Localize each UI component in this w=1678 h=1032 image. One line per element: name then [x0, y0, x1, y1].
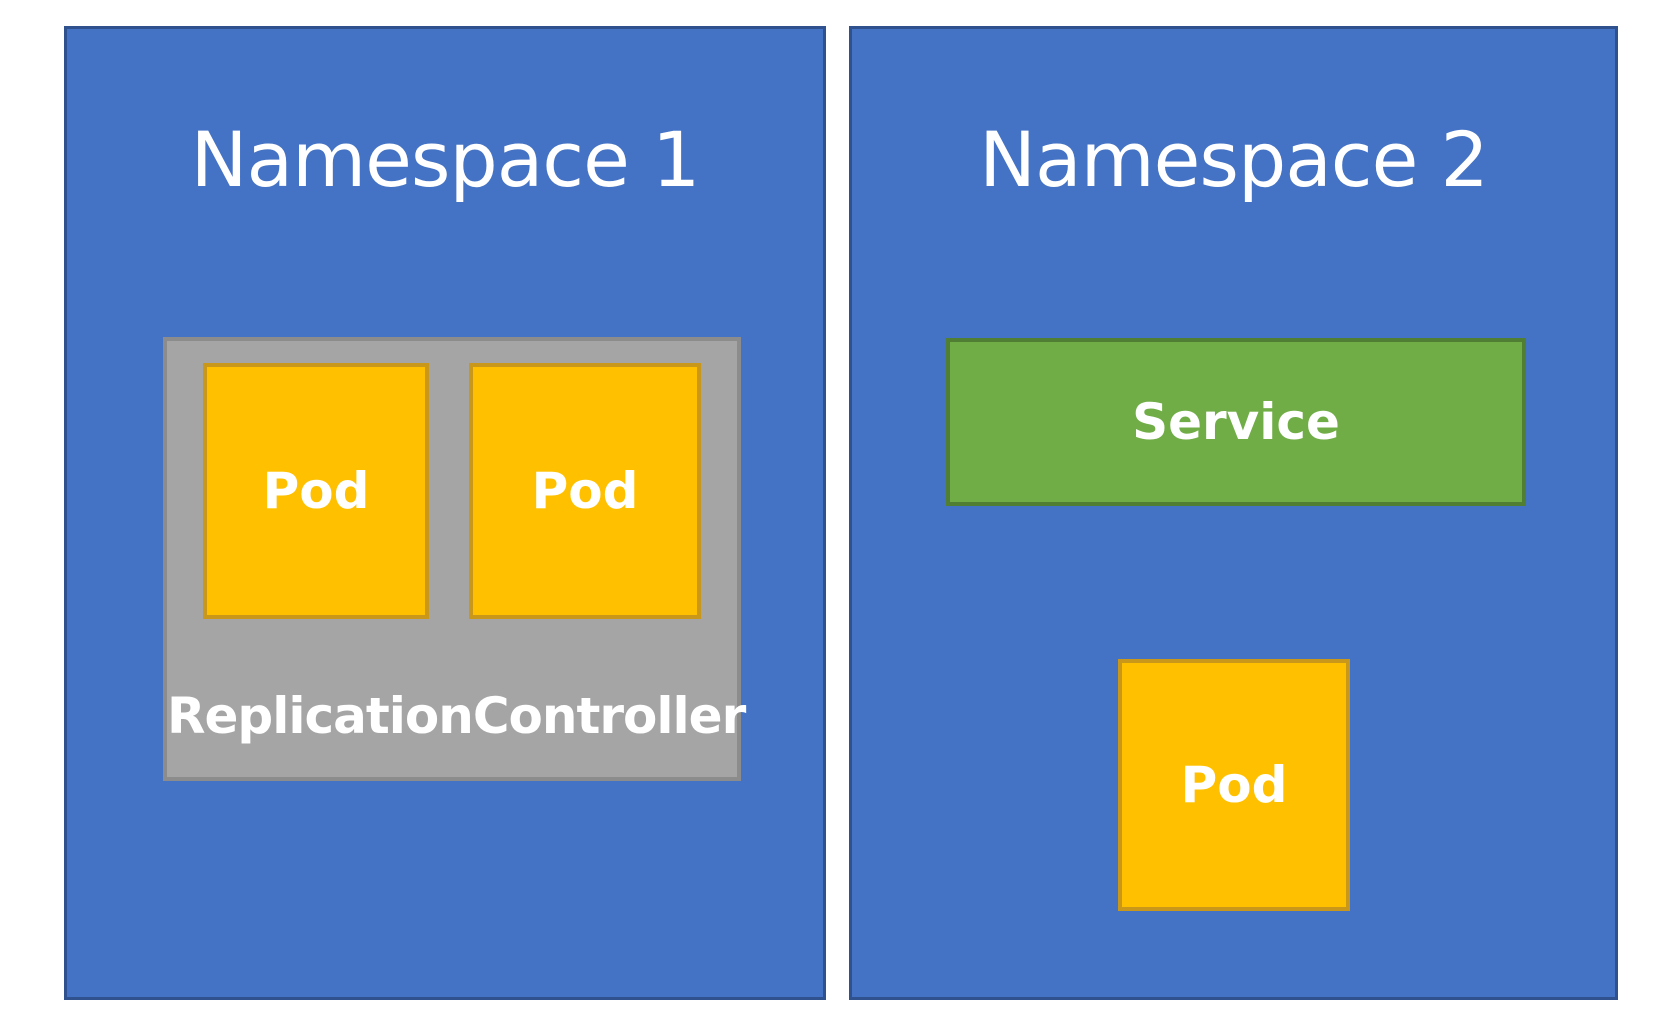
namespace-2-title: Namespace 2: [979, 115, 1489, 204]
pod: Pod: [469, 363, 701, 619]
namespace-2: Namespace 2 Service Pod: [849, 26, 1618, 1000]
service: Service: [946, 338, 1526, 506]
pod: Pod: [1118, 659, 1350, 911]
replication-controller-label: ReplicationController: [167, 687, 746, 745]
replication-controller: Pod Pod ReplicationController: [163, 337, 746, 781]
namespace-1-title: Namespace 1: [190, 115, 701, 204]
pod: Pod: [203, 363, 429, 619]
namespace-1: Namespace 1 Pod Pod ReplicationControlle…: [64, 26, 826, 1000]
